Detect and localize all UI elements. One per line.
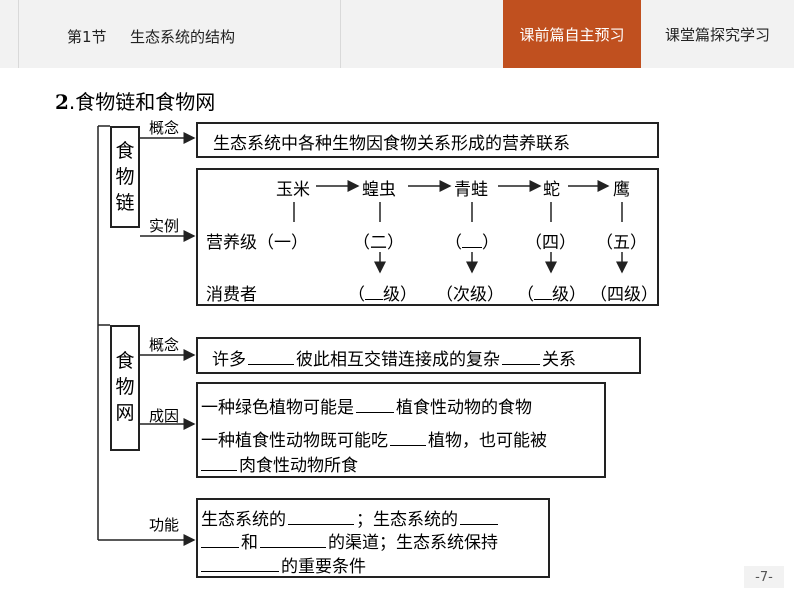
blank-line [248, 350, 294, 365]
web-function-box [196, 498, 550, 578]
function-line-2: 和 的渠道；生态系统保持 [201, 528, 498, 553]
blank-line [356, 398, 394, 413]
consumer-level-1: （ 级） [348, 280, 417, 305]
chain-concept-box [196, 122, 659, 158]
section-title: 生态系统的结构 [130, 28, 236, 46]
section-number: 第1节 [67, 28, 107, 46]
consumer-label: 消费者 [206, 285, 257, 305]
blank-line [201, 456, 237, 471]
organism-snake: 蛇 [543, 180, 560, 200]
blank-line [288, 510, 354, 525]
blank-line [502, 350, 540, 365]
trophic-close: ） [482, 233, 499, 253]
trophic-label: 营养级（一） [206, 228, 308, 253]
text-part: 生态系统的 [201, 510, 286, 530]
food-chain-char: 链 [115, 192, 135, 214]
tab-self-study[interactable]: 课前篇自主预习 [503, 0, 641, 68]
chain-example-label: 实例 [149, 217, 180, 235]
blank-line [534, 285, 552, 300]
text-part: 彼此相互交错连接成的复杂 [296, 350, 500, 370]
function-line-1: 生态系统的 ；生态系统的 [201, 505, 498, 530]
cause-line-1: 一种绿色植物可能是 植食性动物的食物 [201, 393, 532, 418]
text-part: 植食性动物的食物 [396, 398, 532, 418]
cause-line-2: 一种植食性动物既可能吃 植物，也可能被 [201, 426, 547, 451]
text-part: 的渠道；生态系统保持 [328, 533, 498, 553]
trophic-label-text: 营养级 [206, 233, 257, 253]
blank-line [460, 510, 498, 525]
web-cause-label: 成因 [149, 407, 180, 425]
food-chain-char: 食 [115, 140, 135, 162]
organism-frog: 青蛙 [454, 180, 488, 200]
web-cause-box [196, 382, 606, 478]
header-bar [0, 0, 794, 68]
organism-corn: 玉米 [276, 180, 310, 200]
consumer-level-4: （四级） [590, 285, 658, 305]
text-part: 和 [241, 533, 258, 553]
web-concept-box [196, 337, 641, 374]
food-web-char: 食 [115, 350, 135, 372]
text-part: 关系 [542, 350, 576, 370]
consumer-level-3: （ 级） [517, 280, 586, 305]
consumer-close: 级） [383, 285, 417, 305]
tab-class-study[interactable]: 课堂篇探究学习 [664, 25, 770, 44]
text-part: 许多 [212, 350, 246, 370]
trophic-level-4: （四） [525, 233, 576, 253]
header-divider [340, 0, 341, 68]
trophic-open: （ [445, 233, 462, 253]
consumer-open: （ [348, 285, 365, 305]
text-part: 肉食性动物所食 [239, 456, 358, 476]
cause-line-3: 肉食性动物所食 [201, 451, 358, 476]
food-web-label-box [110, 325, 140, 451]
text-part: 一种植食性动物既可能吃 [201, 431, 388, 451]
chain-concept-text: 生态系统中各种生物因食物关系形成的营养联系 [213, 134, 570, 154]
consumer-close: 级） [552, 285, 586, 305]
consumer-open: （ [517, 285, 534, 305]
chain-example-box [196, 168, 659, 306]
blank-line [201, 557, 279, 572]
text-part: ；生态系统的 [356, 510, 458, 530]
function-line-3: 的重要条件 [201, 552, 366, 577]
header-divider [18, 0, 19, 68]
blank-line [365, 285, 383, 300]
text-part: 一种绿色植物可能是 [201, 398, 354, 418]
blank-line [260, 533, 326, 548]
blank-line [201, 533, 239, 548]
blank-line [390, 431, 426, 446]
text-part: 的重要条件 [281, 557, 366, 577]
food-chain-char: 物 [115, 166, 135, 188]
web-concept-text: 许多 彼此相互交错连接成的复杂 关系 [212, 345, 576, 370]
heading-number: 2 [55, 90, 69, 114]
chain-concept-label: 概念 [149, 119, 180, 137]
consumer-level-2: （次级） [436, 285, 504, 305]
web-function-label: 功能 [149, 516, 180, 534]
page-number: -7- [744, 566, 784, 588]
food-chain-label-box [110, 126, 140, 228]
organism-eagle: 鹰 [613, 180, 630, 200]
blank-line [462, 233, 482, 248]
page-heading: 2.食物链和食物网 [55, 86, 215, 115]
food-web-char: 网 [115, 402, 135, 424]
organism-locust: 蝗虫 [362, 180, 396, 200]
trophic-level-1: （一） [257, 233, 308, 253]
trophic-level-3: （） [445, 228, 499, 253]
text-part: 植物，也可能被 [428, 431, 547, 451]
trophic-level-5: （五） [596, 233, 647, 253]
trophic-level-2: （二） [353, 233, 404, 253]
food-web-char: 物 [115, 376, 135, 398]
heading-text: .食物链和食物网 [68, 90, 216, 114]
web-concept-label: 概念 [149, 336, 180, 354]
